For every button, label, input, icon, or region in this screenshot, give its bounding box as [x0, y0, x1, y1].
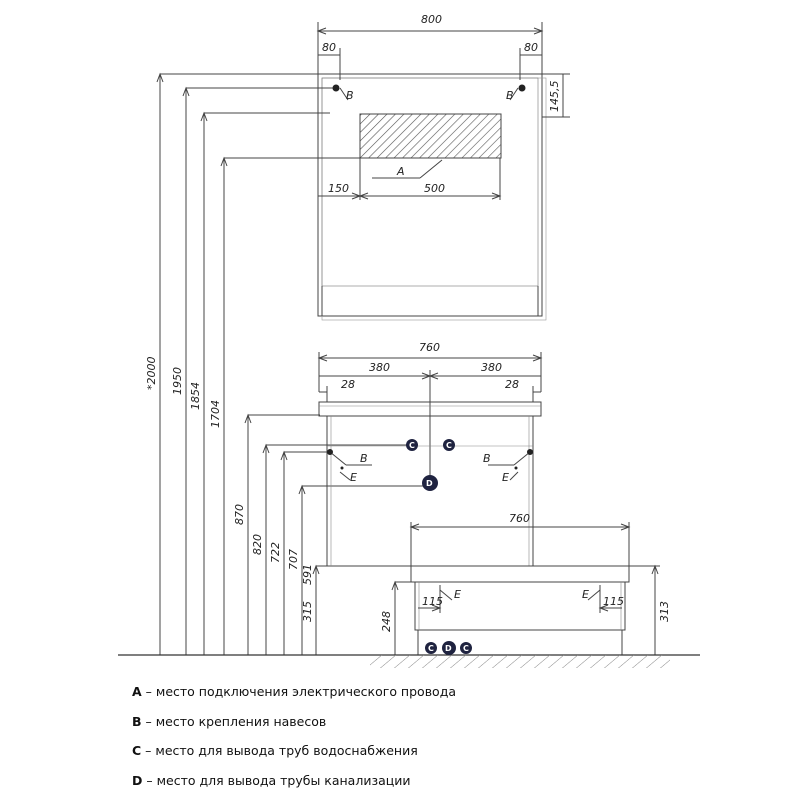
mirror-mount-point-left	[332, 84, 340, 92]
legend-item-a: A – место подключения электрического про…	[132, 677, 456, 707]
height-1704-label: 1704	[209, 400, 222, 428]
lower-edge-right-label: 115	[603, 595, 624, 608]
cabinet-half-left-label: 380	[369, 361, 390, 374]
svg-text:D: D	[445, 644, 452, 653]
cabinet-water-marker-left: C	[406, 439, 418, 451]
mirror-mount-leaders	[339, 87, 519, 101]
legend-key: A	[132, 684, 142, 699]
cabinet-body	[318, 401, 542, 567]
zone-width-label: 500	[424, 182, 445, 195]
mirror-mount-label-left: B	[346, 89, 354, 102]
lower-edge-left-label: 115	[422, 595, 443, 608]
lower-cabinet-body	[410, 565, 630, 655]
legend-key: B	[132, 713, 142, 729]
lower-cabinet-dimensions	[409, 522, 631, 566]
cabinet-mount-label-right: B	[483, 452, 491, 465]
mirror-mount-offset-label: 145,5	[548, 81, 561, 113]
lower-cabinet-side-dims	[391, 564, 660, 655]
mirror-offset-right-label: 80	[524, 41, 538, 54]
mirror-mount-label-right: B	[506, 89, 514, 102]
height-1950-label: 1950	[171, 367, 184, 395]
height-870-label: 870	[233, 504, 246, 525]
legend-item-c: C – место для вывода труб водоснабжения	[132, 736, 456, 766]
cabinet-dimensions	[317, 352, 543, 480]
legend-text: – место крепления навесов	[141, 713, 327, 729]
svg-text:C: C	[463, 644, 469, 653]
zone-a-label: A	[396, 165, 405, 178]
cabinet-width-label: 760	[419, 341, 440, 354]
legend-item-d: D – место для вывода трубы канализации	[132, 766, 456, 796]
lower-height-left-label: 248	[380, 611, 393, 632]
svg-text:C: C	[409, 441, 415, 450]
lower-water-marker-right: C	[460, 642, 472, 654]
legend-text: – место для вывода трубы канализации	[142, 772, 411, 788]
mirror-mount-point-right	[518, 84, 526, 92]
cabinet-edge-left-label: 28	[341, 378, 355, 391]
cabinet-edge-right-label: 28	[505, 378, 519, 391]
height-707-label: 707	[287, 549, 300, 570]
height-315-label: 315	[301, 601, 314, 622]
height-820-label: 820	[251, 534, 264, 555]
cabinet-mount-label-left: B	[360, 452, 368, 465]
mirror-panel	[317, 73, 547, 321]
svg-text:C: C	[428, 644, 434, 653]
cabinet-conn-label-right: E	[502, 471, 509, 484]
zone-offset-label: 150	[328, 182, 349, 195]
height-1854-label: 1854	[189, 382, 202, 410]
svg-text:C: C	[446, 441, 452, 450]
height-591-label: 591	[301, 564, 314, 585]
cabinet-water-marker-right: C	[443, 439, 455, 451]
cabinet-mount-leaders	[329, 451, 531, 481]
cabinet-conn-point-right	[514, 466, 518, 470]
lower-drain-marker: D	[442, 641, 456, 655]
cabinet-drain-marker: D	[422, 475, 438, 491]
cabinet-mount-point-left	[327, 449, 333, 455]
lower-width-label: 760	[509, 512, 530, 525]
height-722-label: 722	[269, 542, 282, 563]
legend-key: C	[132, 743, 142, 758]
mirror-offset-dimensions	[318, 48, 570, 118]
cabinet-mount-point-right	[527, 449, 533, 455]
cabinet-conn-label-left: E	[350, 471, 357, 484]
lower-water-marker-left: C	[425, 642, 437, 654]
floor-line	[118, 654, 700, 668]
electrical-zone-hatch	[359, 113, 502, 159]
svg-text:D: D	[426, 479, 433, 488]
legend-text: – место подключения электрического прово…	[141, 684, 457, 699]
height-2000-label: *2000	[145, 357, 158, 391]
zone-dimensions	[318, 158, 502, 200]
legend: A – место подключения электрического про…	[132, 677, 456, 795]
legend-key: D	[132, 772, 143, 788]
mirror-width-label: 800	[421, 13, 442, 26]
cabinet-half-right-label: 380	[481, 361, 502, 374]
legend-item-b: B – место крепления навесов	[132, 707, 456, 737]
legend-text: – место для вывода труб водоснабжения	[141, 743, 418, 758]
height-dimension-lines	[156, 72, 430, 655]
cabinet-conn-point-left	[340, 466, 344, 470]
lower-conn-label-left: E	[454, 588, 461, 601]
mirror-width-dimension	[316, 22, 544, 74]
lower-height-right-label: 313	[658, 601, 671, 622]
mirror-offset-left-label: 80	[322, 41, 336, 54]
lower-conn-label-right: E	[582, 588, 589, 601]
